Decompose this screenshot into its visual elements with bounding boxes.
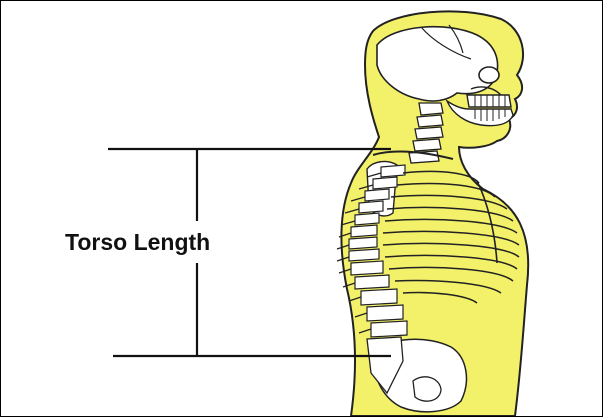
torso-length-label: Torso Length	[65, 228, 265, 256]
eye-socket	[479, 67, 499, 83]
hip-joint	[413, 377, 441, 401]
upper-jaw	[467, 95, 511, 107]
